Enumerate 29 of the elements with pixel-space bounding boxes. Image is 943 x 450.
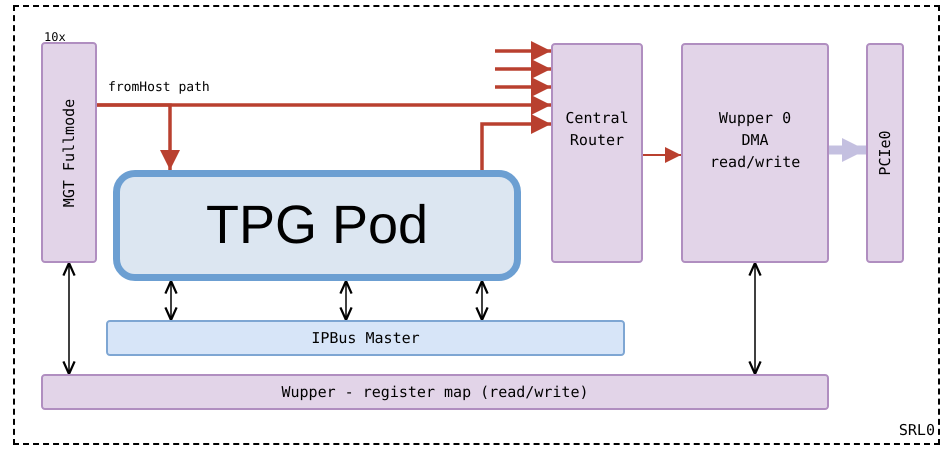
module-box: [551, 43, 643, 263]
node-label: PCIe0: [875, 129, 895, 178]
arrow: [97, 103, 180, 170]
arrow: [495, 59, 551, 79]
arrow: [495, 41, 551, 61]
multiplier-label: 10x: [44, 31, 66, 43]
arrow: [748, 262, 762, 376]
frame-label: SRL0: [898, 420, 935, 440]
arrow: [829, 138, 866, 162]
arrow: [62, 262, 76, 376]
arrow: [643, 147, 681, 163]
node-label: Wupper - register map (read/write): [281, 382, 589, 403]
module-box: [866, 43, 904, 263]
bus-box: [106, 320, 625, 356]
node-label: Central Router: [564, 108, 630, 151]
pod-box: [113, 170, 521, 281]
node-label: MGT Fullmode: [59, 97, 79, 209]
node-label: IPBus Master: [311, 328, 420, 349]
edge-label: fromHost path: [108, 80, 210, 96]
register-map-bar: [41, 374, 829, 410]
arrow: [475, 280, 489, 322]
module-box: [681, 43, 829, 263]
arrow: [164, 280, 178, 322]
node-label: TPG Pod: [206, 194, 428, 257]
dashed-frame: [13, 5, 940, 445]
node-label: Wupper 0 DMA read/write: [710, 108, 800, 173]
arrow: [339, 280, 353, 322]
arrow: [495, 77, 551, 97]
arrow: [480, 114, 551, 170]
